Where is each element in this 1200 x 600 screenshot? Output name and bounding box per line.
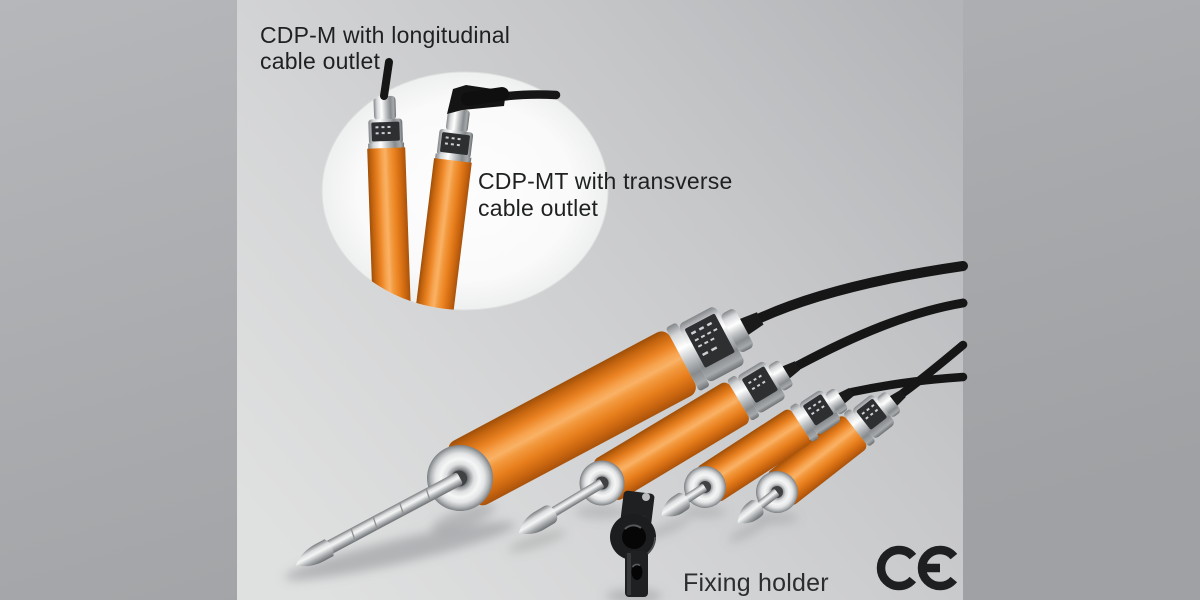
- cable-sensor-1: [753, 261, 968, 324]
- sensor-4-smallest: [737, 389, 906, 524]
- label-band: [371, 121, 400, 142]
- label-fixing-holder: Fixing holder: [683, 569, 829, 597]
- ce-mark-icon: [876, 545, 963, 591]
- label-cdp-m: CDP-M with longitudinal cable outlet: [260, 22, 510, 74]
- label-band: [685, 313, 735, 368]
- cable-boot: [782, 361, 801, 379]
- sensor-2-medium: [518, 360, 801, 535]
- inset-cable-longitudinal: [380, 58, 393, 100]
- sensor-cables: [753, 261, 968, 398]
- inset-sensor-longitudinal: [367, 95, 412, 310]
- cable-boot: [740, 312, 764, 335]
- label-band: [440, 132, 470, 156]
- plunger-rod: [683, 483, 707, 504]
- plunger-tip: [737, 500, 764, 524]
- holder-screw: [642, 493, 650, 501]
- fixing-holder: [610, 490, 656, 597]
- cable-boot: [838, 387, 855, 404]
- plunger-tip: [661, 492, 690, 517]
- plunger-tip: [295, 539, 334, 567]
- cable-boot: [889, 389, 906, 406]
- plunger-rod: [757, 489, 779, 509]
- shadows: [284, 503, 798, 600]
- label-cdp-m-line1: CDP-M with longitudinal: [260, 22, 511, 48]
- inset-circle: [321, 58, 609, 311]
- label-cdp-mt: CDP-MT with transverse cable outlet: [478, 168, 732, 222]
- label-cdp-mt-line1: CDP-MT with transverse: [478, 168, 733, 194]
- plunger-tip: [518, 505, 558, 535]
- inset-cable-transverse: [447, 85, 561, 114]
- cable-sensor-2: [792, 298, 968, 371]
- sensor-3-small: [661, 387, 855, 517]
- label-cdp-mt-line2: cable outlet: [478, 195, 599, 221]
- plunger-rod: [550, 479, 604, 517]
- cable-sensor-4: [898, 340, 968, 398]
- label-cdp-m-line2: cable outlet: [260, 48, 381, 74]
- sensor-1-largest: [295, 307, 764, 567]
- inset-sensor-transverse: [411, 107, 474, 310]
